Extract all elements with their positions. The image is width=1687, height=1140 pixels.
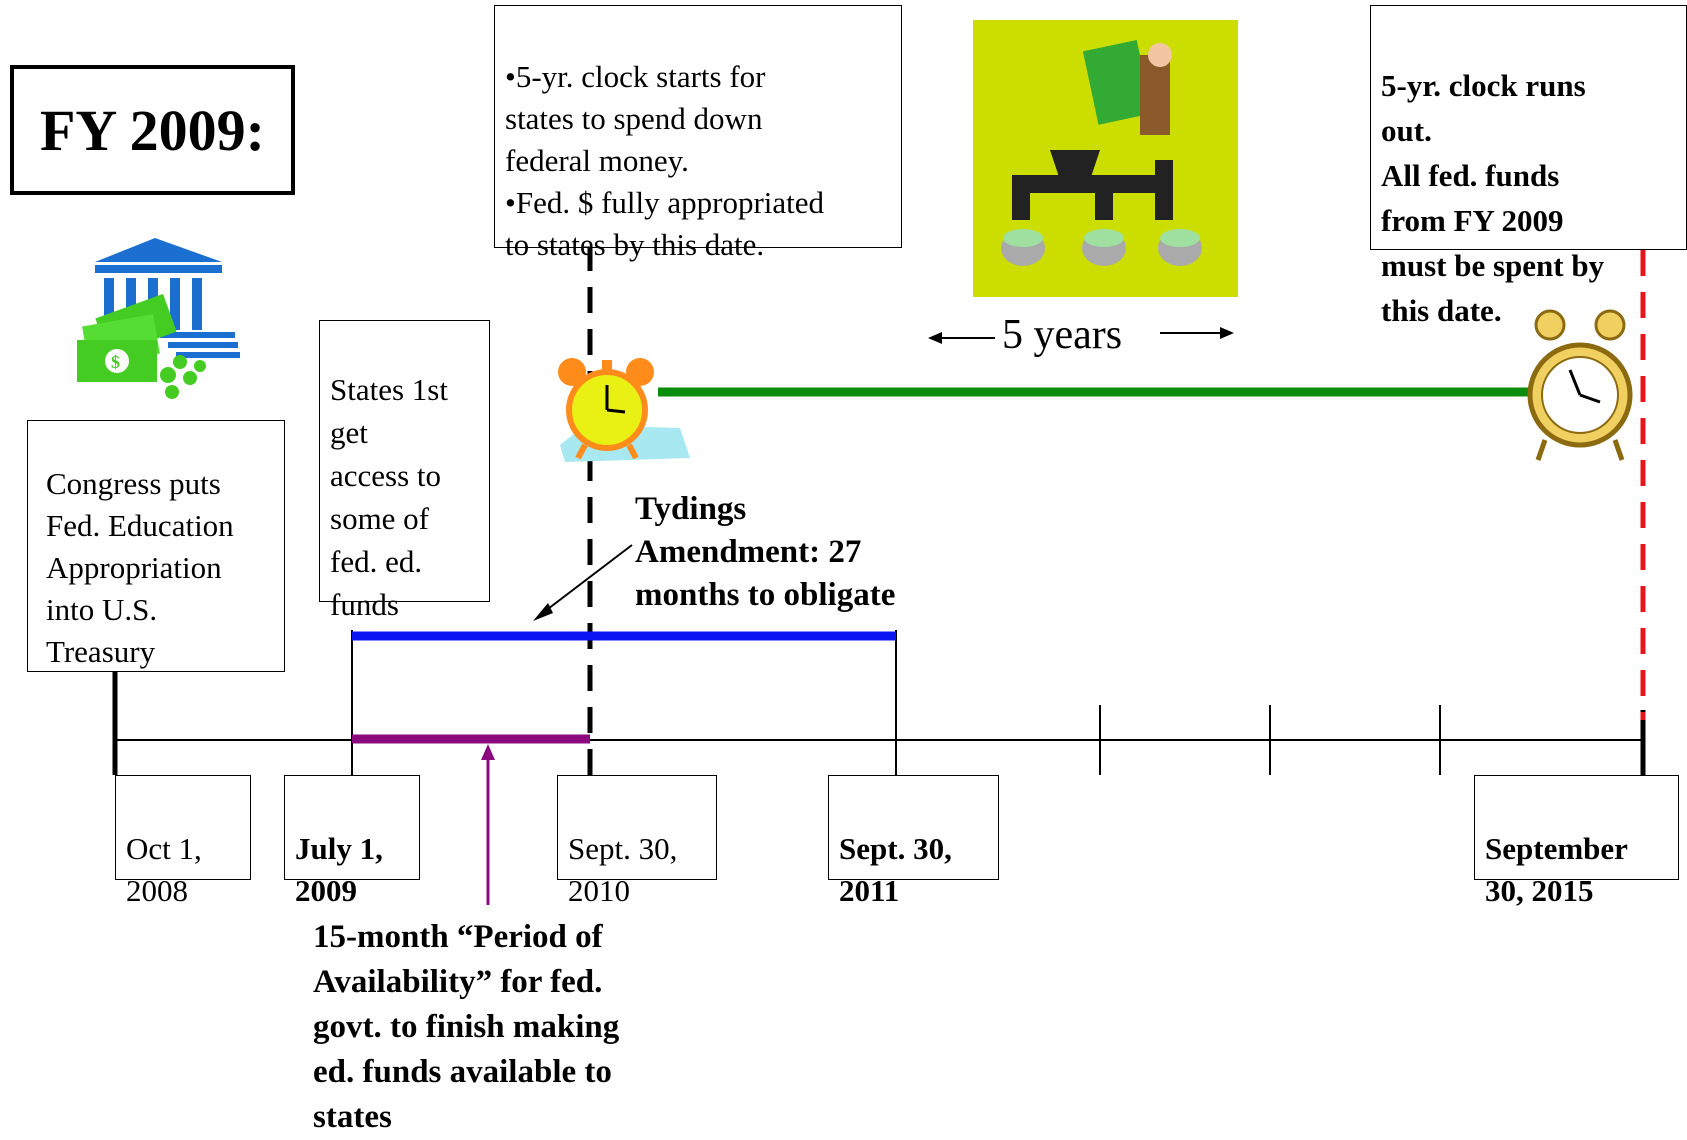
clock-runs-out-text: 5-yr. clock runs out. All fed. funds fro… — [1381, 68, 1605, 328]
date-box-sept-2010: Sept. 30, 2010 — [557, 775, 717, 908]
date-sept-2015: September 30, 2015 — [1485, 831, 1628, 908]
date-box-sept-2015: September 30, 2015 — [1474, 775, 1679, 908]
money-funnel-icon — [973, 20, 1238, 297]
tydings-label: Tydings Amendment: 27 months to obligate — [635, 491, 896, 613]
clock-runs-out-box: 5-yr. clock runs out. All fed. funds fro… — [1370, 5, 1687, 328]
period-availability-label: 15-month “Period of Availability” for fe… — [313, 919, 620, 1135]
date-july-2009: July 1, 2009 — [295, 831, 383, 908]
bank-money-icon: $ — [77, 238, 240, 399]
title-box: FY 2009: — [10, 65, 295, 195]
five-years-label: 5 years — [1002, 312, 1123, 358]
alarm-clock-icon — [558, 358, 690, 462]
congress-text: Congress puts Fed. Education Appropriati… — [46, 466, 234, 669]
congress-box: Congress puts Fed. Education Appropriati… — [27, 420, 285, 672]
five-years-left-arrowhead — [928, 332, 942, 344]
page-title: FY 2009: — [40, 97, 265, 163]
states-first-box: States 1st get access to some of fed. ed… — [319, 320, 490, 622]
tydings-arrowhead — [533, 603, 553, 621]
ringing-clock-icon — [1527, 309, 1633, 461]
svg-text:$: $ — [111, 352, 120, 372]
clock-starts-box: •5-yr. clock starts for states to spend … — [494, 5, 902, 262]
date-box-sept-2011: Sept. 30, 2011 — [828, 775, 999, 908]
date-sept-2010: Sept. 30, 2010 — [568, 831, 678, 908]
clock-starts-text: •5-yr. clock starts for states to spend … — [505, 59, 825, 262]
date-oct-2008: Oct 1, 2008 — [126, 831, 202, 908]
date-sept-2011: Sept. 30, 2011 — [839, 831, 952, 908]
five-years-right-arrowhead — [1220, 327, 1234, 339]
period-arrowhead — [481, 744, 495, 760]
date-box-july-2009: July 1, 2009 — [284, 775, 420, 908]
tydings-arrow — [539, 544, 633, 616]
date-box-oct-2008: Oct 1, 2008 — [115, 775, 251, 908]
states-first-text: States 1st get access to some of fed. ed… — [330, 372, 448, 622]
